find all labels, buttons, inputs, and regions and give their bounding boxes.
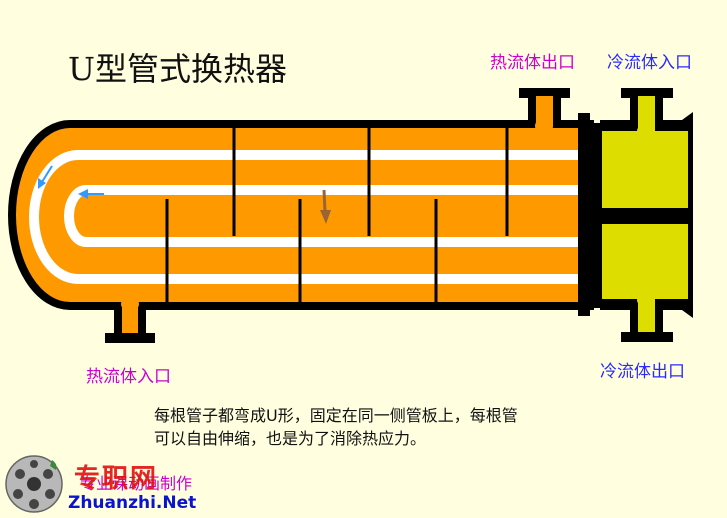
cold-outlet-nozzle bbox=[621, 293, 673, 342]
description-line-2: 可以自由伸缩，也是为了消除热应力。 bbox=[154, 429, 427, 448]
hot-outlet-label: 热流体出口 bbox=[490, 53, 575, 73]
head-upper-chamber bbox=[602, 131, 688, 208]
pass-partition bbox=[600, 208, 693, 224]
hot-inlet-nozzle bbox=[105, 297, 155, 343]
cold-inlet-label: 冷流体入口 bbox=[607, 53, 692, 73]
channel-head bbox=[600, 112, 693, 318]
tube-flow-arrow-bend bbox=[38, 165, 53, 189]
head-lower-chamber bbox=[602, 224, 688, 299]
watermark-ball-icon bbox=[5, 455, 63, 513]
hot-inlet-label: 热流体入口 bbox=[86, 367, 171, 387]
tube-flow-arrow bbox=[78, 189, 104, 199]
baffles bbox=[165, 127, 509, 303]
shell-flow-arrow bbox=[320, 189, 331, 224]
u-tubes bbox=[29, 150, 588, 284]
credit-text: 专业课动画制作 bbox=[80, 474, 193, 493]
description-line-1: 每根管子都弯成U形，固定在同一侧管板上，每根管 bbox=[154, 406, 518, 425]
tube-sheet bbox=[578, 113, 602, 316]
u-tube-outer bbox=[29, 150, 588, 284]
watermark-domain: Zhuanzhi.Net bbox=[68, 493, 197, 513]
diagram-title: U型管式换热器 bbox=[68, 50, 287, 88]
cold-inlet-nozzle bbox=[621, 88, 673, 138]
description: 每根管子都弯成U形，固定在同一侧管板上，每根管 可以自由伸缩，也是为了消除热应力… bbox=[154, 404, 518, 450]
cold-outlet-label: 冷流体出口 bbox=[600, 362, 685, 382]
u-tube-inner bbox=[64, 185, 588, 247]
watermark-logo: 专职网 bbox=[74, 464, 159, 494]
hot-outlet-nozzle bbox=[519, 88, 570, 134]
